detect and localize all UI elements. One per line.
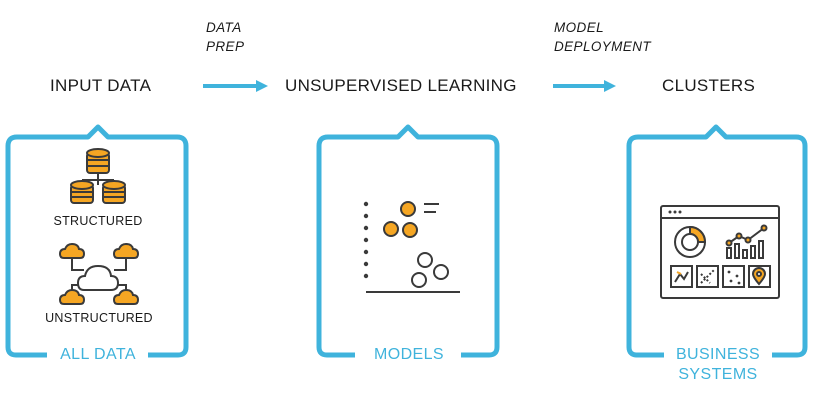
stage-unsupervised-learning: UNSUPERVISED LEARNING	[285, 76, 517, 95]
structured-label: STRUCTURED	[53, 214, 143, 228]
panel-bracket-models	[316, 124, 500, 358]
panel-label-business-line2: SYSTEMS	[678, 366, 758, 383]
panel-bracket-all-data	[5, 124, 189, 358]
dashboard-icon	[660, 205, 780, 299]
arrow-data-prep	[203, 80, 268, 92]
structured-database-icon	[70, 148, 126, 204]
step-data-prep-line2: PREP	[206, 39, 245, 54]
step-data-prep: DATA PREP	[206, 18, 244, 56]
step-model-deployment-line2: DEPLOYMENT	[554, 39, 652, 54]
panel-label-business-line1: BUSINESS	[675, 346, 761, 363]
models-scatter-icon	[363, 201, 460, 293]
stage-input-data: INPUT DATA	[50, 76, 152, 95]
unstructured-cloud-icon	[58, 242, 140, 305]
step-data-prep-line1: DATA	[206, 20, 242, 35]
scatter-orange-cluster	[383, 201, 418, 238]
panel-label-business-systems: BUSINESS SYSTEMS	[664, 345, 772, 385]
stage-clusters: CLUSTERS	[662, 76, 756, 95]
step-model-deployment: MODEL DEPLOYMENT	[554, 18, 651, 56]
arrow-model-deployment	[553, 80, 616, 92]
panel-label-all-data: ALL DATA	[48, 345, 148, 365]
scatter-white-cluster	[411, 252, 449, 288]
panel-bracket-business-systems	[626, 124, 808, 358]
panel-label-models: MODELS	[360, 345, 458, 365]
scatter-axis-dots	[363, 201, 369, 279]
unstructured-label: UNSTRUCTURED	[45, 311, 153, 325]
step-model-deployment-line1: MODEL	[554, 20, 605, 35]
